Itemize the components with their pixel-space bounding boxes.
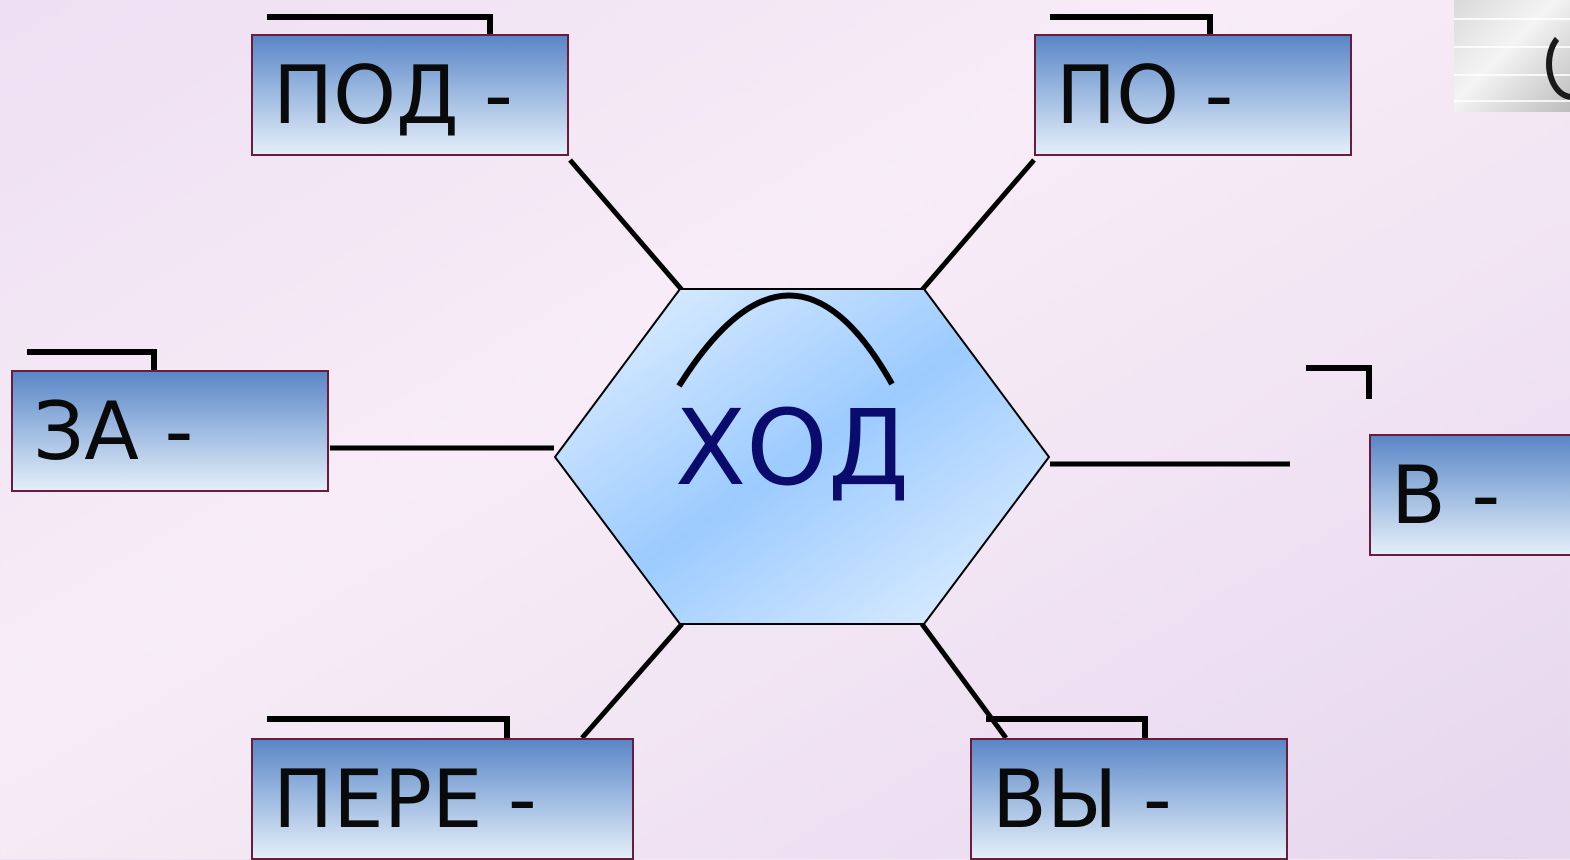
prefix-box-po: ПО - (1034, 34, 1352, 156)
root-arc-mark (676, 292, 895, 388)
prefix-box-za: ЗА - (11, 370, 329, 492)
prefix-box-vy: ВЫ - (970, 738, 1288, 860)
root-hexagon (553, 288, 1051, 625)
corner-decorative-image (1454, 0, 1570, 112)
decorative-photo-icon (1546, 28, 1570, 100)
prefix-label-vy: ВЫ - (992, 753, 1172, 846)
prefix-box-v: В - (1369, 434, 1570, 556)
prefix-label-v: В - (1391, 449, 1501, 542)
prefix-label-pere: ПЕРЕ - (273, 753, 537, 846)
prefix-box-pod: ПОД - (251, 34, 569, 156)
prefix-box-pere: ПЕРЕ - (251, 738, 634, 860)
prefix-label-pod: ПОД - (273, 49, 513, 142)
prefix-mark-v (1306, 365, 1372, 399)
prefix-label-po: ПО - (1056, 49, 1234, 142)
connector-line-pod (568, 158, 684, 292)
root-word: ХОД (675, 387, 909, 509)
connector-line-po (920, 158, 1036, 292)
prefix-label-za: ЗА - (33, 385, 194, 478)
connector-line-pere (580, 622, 684, 740)
